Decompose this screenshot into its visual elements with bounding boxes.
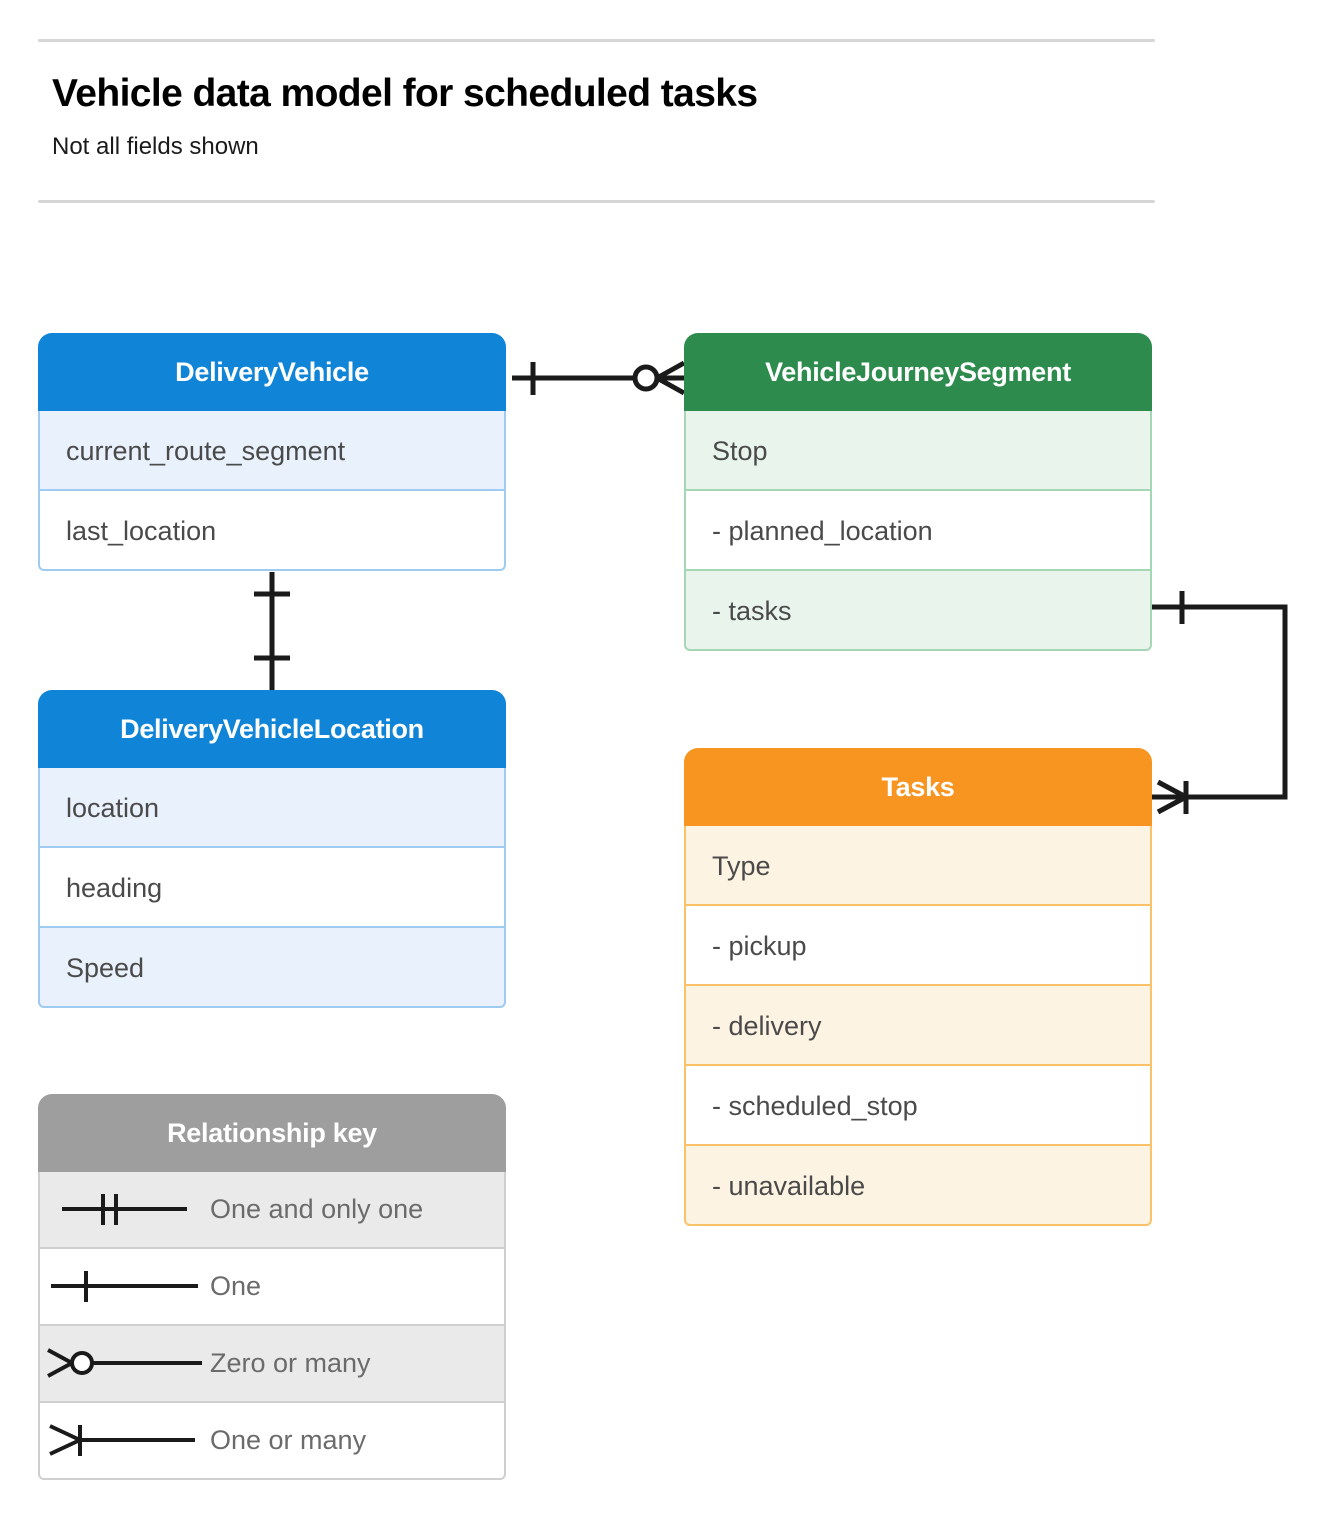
page-title: Vehicle data model for scheduled tasks — [52, 72, 758, 115]
entity-vehicle-journey-segment-field-0: Stop — [684, 411, 1152, 491]
legend-item-label: One and only one — [210, 1194, 424, 1224]
entity-delivery-vehicle-location-field-0: location — [38, 768, 506, 848]
legend-item-one: One — [38, 1249, 506, 1326]
entity-delivery-vehicle-location-field-2: Speed — [38, 928, 506, 1008]
entity-tasks-field-3: - scheduled_stop — [684, 1066, 1152, 1146]
entity-tasks-title: Tasks — [684, 748, 1152, 826]
connector-deliveryvehicle-deliveryvehiclelocation — [254, 572, 290, 690]
entity-delivery-vehicle-title: DeliveryVehicle — [38, 333, 506, 411]
entity-vehicle-journey-segment-field-2: - tasks — [684, 571, 1152, 651]
entity-vehicle-journey-segment-title: VehicleJourneySegment — [684, 333, 1152, 411]
legend-relationship-key[interactable]: Relationship key One and only one One — [38, 1094, 506, 1480]
entity-delivery-vehicle-location-field-1: heading — [38, 848, 506, 928]
entity-tasks-field-4: - unavailable — [684, 1146, 1152, 1226]
entity-tasks-field-0: Type — [684, 826, 1152, 906]
entity-vehicle-journey-segment-field-1: - planned_location — [684, 491, 1152, 571]
page-subtitle: Not all fields shown — [52, 133, 259, 160]
one-icon — [51, 1271, 198, 1302]
one-and-only-one-icon — [62, 1194, 187, 1225]
connector-vehiclejourneysegment-tasks — [1152, 591, 1288, 815]
entity-vehicle-journey-segment[interactable]: VehicleJourneySegment Stop - planned_loc… — [684, 333, 1152, 651]
legend-item-label: One — [210, 1271, 262, 1301]
legend-item-label: Zero or many — [210, 1348, 371, 1378]
entity-tasks-field-1: - pickup — [684, 906, 1152, 986]
entity-delivery-vehicle-field-1: last_location — [38, 491, 506, 571]
entity-delivery-vehicle-location[interactable]: DeliveryVehicleLocation location heading… — [38, 690, 506, 1008]
header-divider-top — [38, 39, 1155, 42]
entity-delivery-vehicle[interactable]: DeliveryVehicle current_route_segment la… — [38, 333, 506, 571]
entity-delivery-vehicle-location-title: DeliveryVehicleLocation — [38, 690, 506, 768]
header-divider-bottom — [38, 200, 1155, 203]
legend-item-label: One or many — [210, 1425, 367, 1455]
legend-title: Relationship key — [38, 1094, 506, 1172]
entity-tasks[interactable]: Tasks Type - pickup - delivery - schedul… — [684, 748, 1152, 1226]
one-or-many-icon — [49, 1424, 195, 1456]
legend-item-one-and-only-one: One and only one — [38, 1172, 506, 1249]
entity-tasks-field-2: - delivery — [684, 986, 1152, 1066]
connector-deliveryvehicle-vehiclejourneysegment — [512, 360, 686, 396]
zero-or-many-icon — [47, 1348, 202, 1378]
entity-delivery-vehicle-field-0: current_route_segment — [38, 411, 506, 491]
legend-item-one-or-many: One or many — [38, 1403, 506, 1480]
legend-item-zero-or-many: Zero or many — [38, 1326, 506, 1403]
